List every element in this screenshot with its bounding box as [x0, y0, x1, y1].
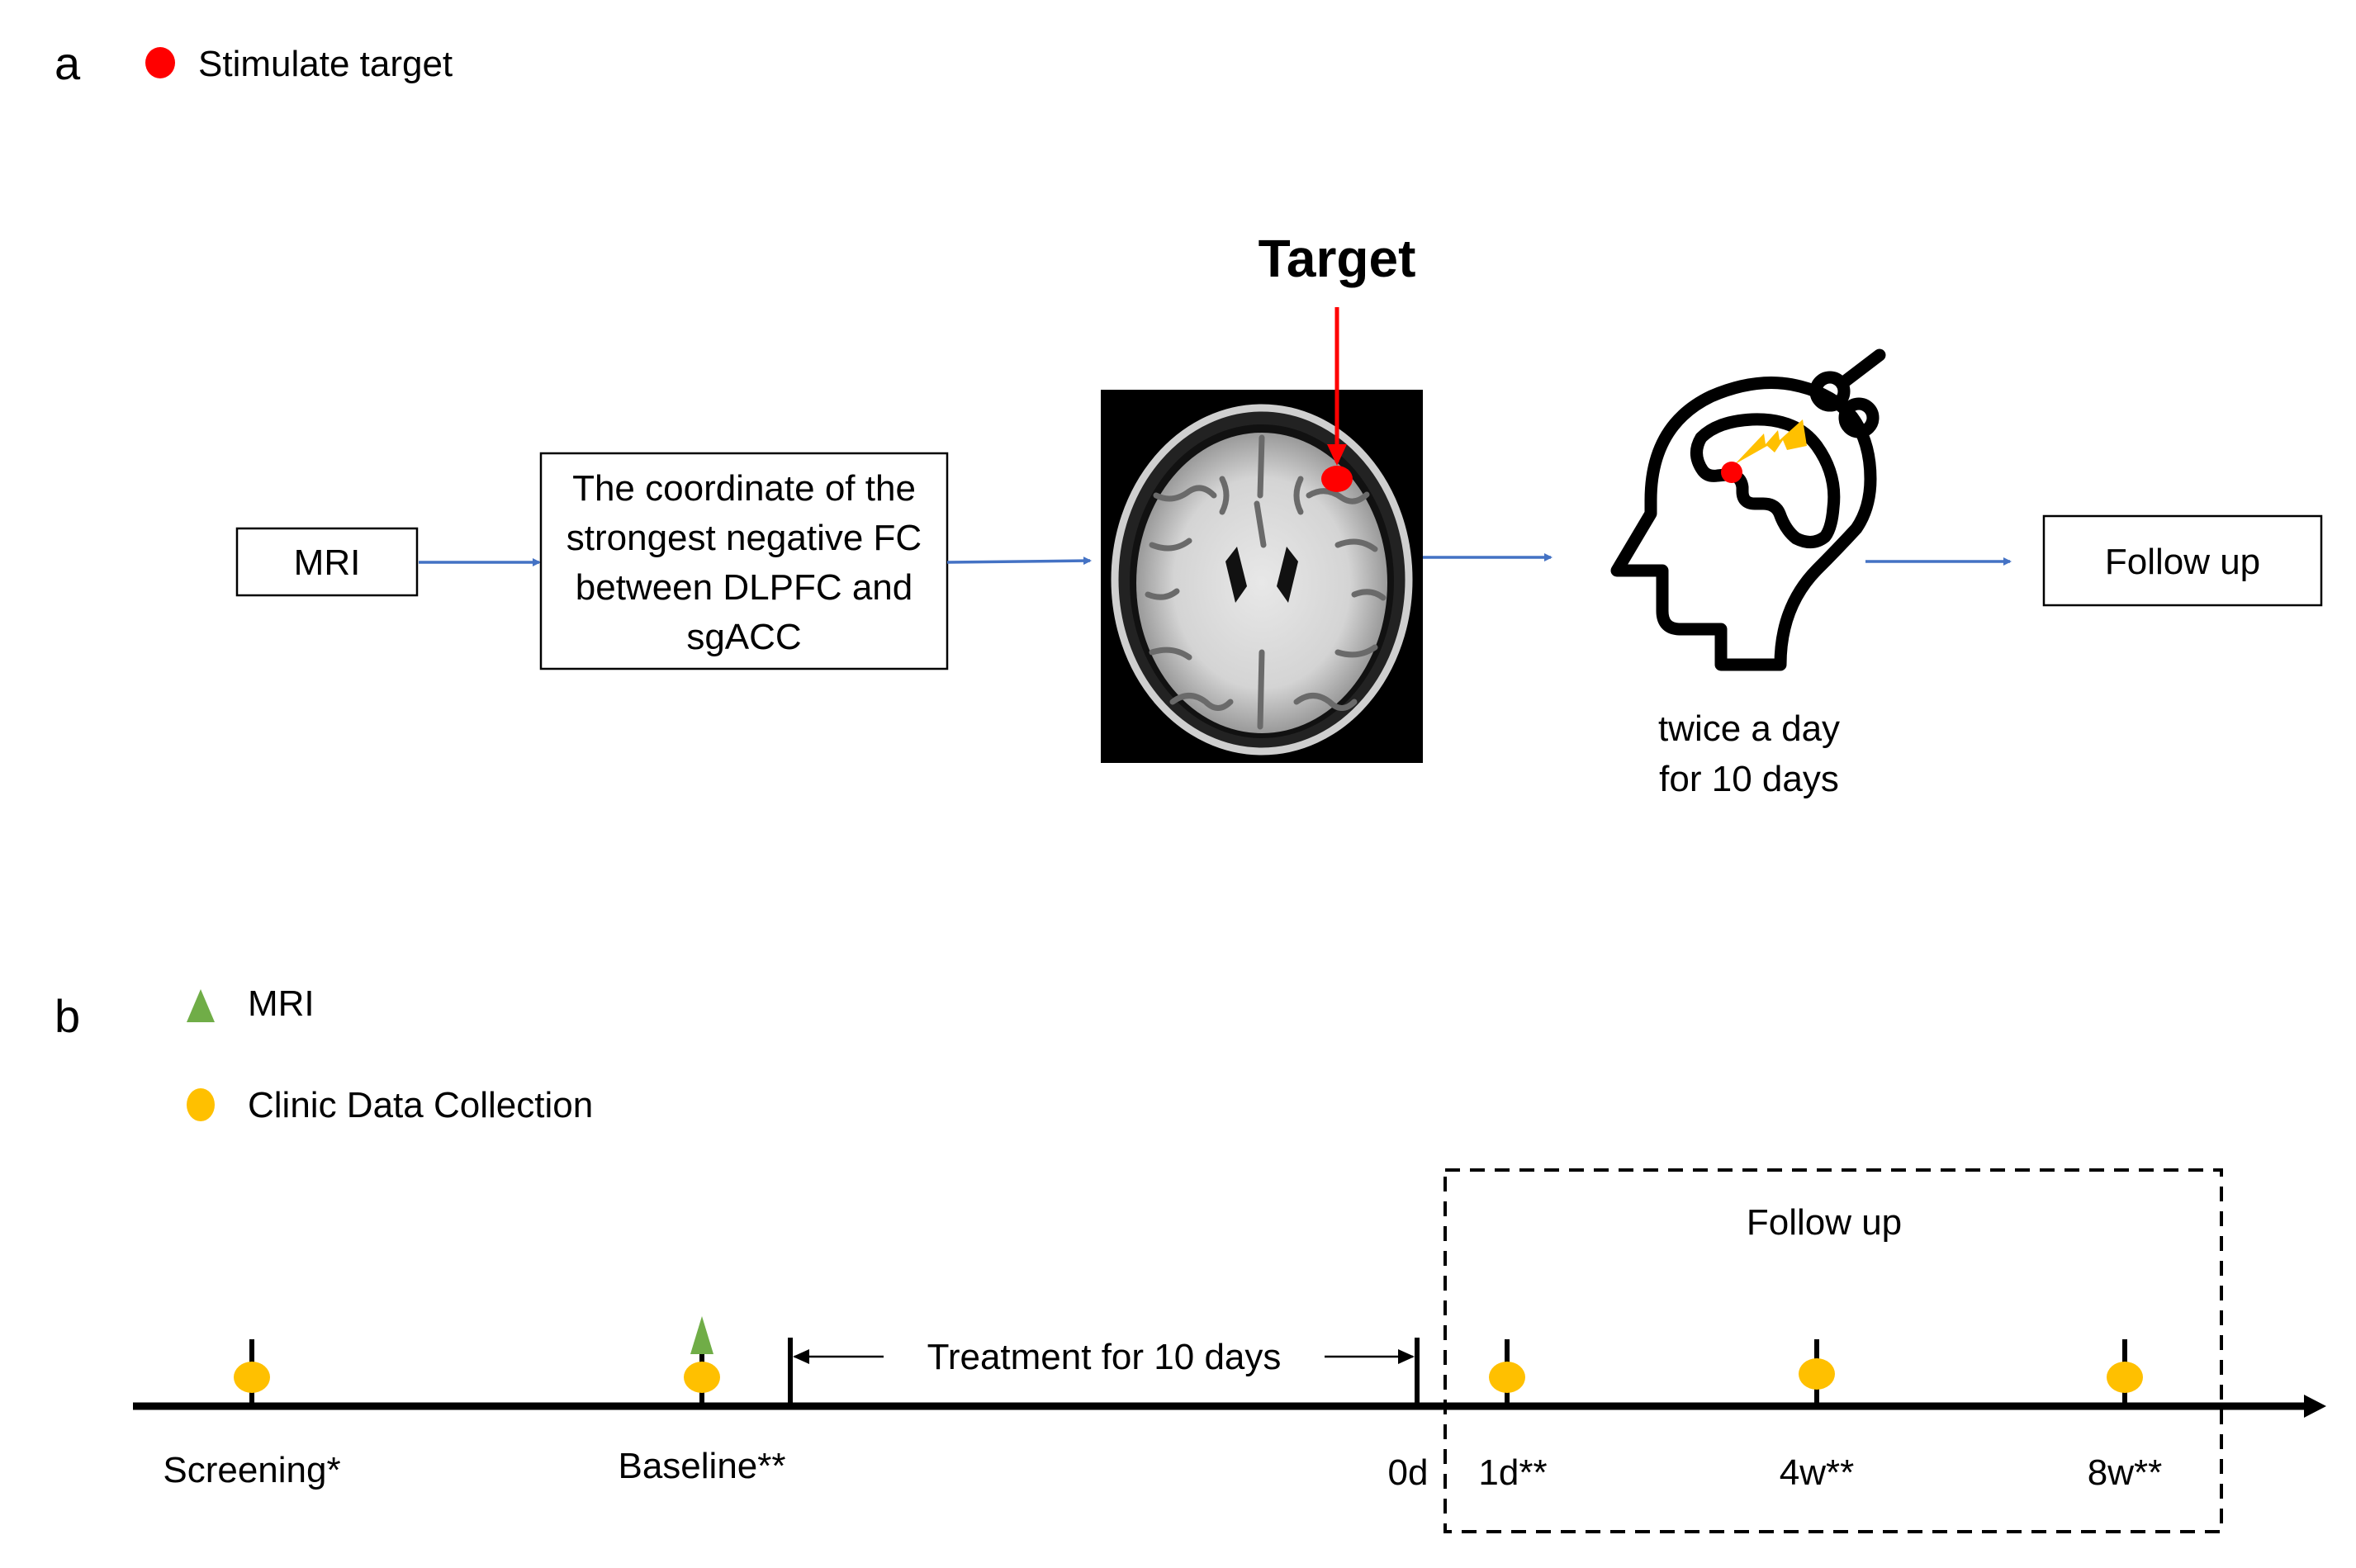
timepoint-label: Baseline**	[618, 1446, 785, 1486]
treatment-label: Treatment for 10 days	[927, 1337, 1282, 1377]
timeline-arrowhead-icon	[2304, 1395, 2326, 1418]
mri-box-text: MRI	[294, 542, 361, 583]
clinic-marker-icon	[684, 1362, 720, 1393]
timepoint-baseline: Baseline**	[618, 1316, 786, 1486]
coordinate-box-line-2: strongest negative FC	[566, 518, 922, 558]
stimulate-target-legend-dot-icon	[145, 47, 175, 78]
mri-box: MRI	[235, 527, 419, 597]
coordinate-box-line-3: between DLPFC and	[576, 567, 913, 608]
timepoint-8w: 8w**	[2088, 1339, 2163, 1493]
target-label: Target	[1259, 229, 1416, 288]
head-target-dot-icon	[1721, 462, 1742, 483]
mri-legend-text: MRI	[248, 983, 315, 1024]
stimulation-bolt-icon	[1735, 419, 1807, 464]
stimulate-target-legend-text: Stimulate target	[198, 44, 453, 84]
clinic-marker-icon	[2107, 1362, 2143, 1393]
coordinate-box-line-4: sgACC	[686, 617, 801, 657]
clinic-legend-text: Clinic Data Collection	[248, 1085, 593, 1125]
timepoint-label: 4w**	[1780, 1452, 1855, 1493]
timepoint-label: 1d**	[1478, 1452, 1547, 1493]
timepoint-label: 8w**	[2088, 1452, 2163, 1493]
mri-marker-icon	[690, 1316, 713, 1354]
clinic-marker-icon	[1799, 1358, 1835, 1390]
panel-b: b MRI Clinic Data Collection Follow up T…	[55, 983, 2326, 1533]
timepoint-screening: Screening*	[163, 1339, 341, 1490]
tms-head-icon	[1610, 348, 1886, 671]
brain-mri-image	[1101, 390, 1423, 763]
panel-a: a Stimulate target MRI The coordinate of…	[55, 37, 2323, 799]
clinic-marker-icon	[234, 1362, 270, 1393]
timepoint-1d: 1d**	[1478, 1339, 1548, 1493]
clinic-marker-icon	[1489, 1362, 1525, 1393]
mri-legend-triangle-icon	[187, 989, 215, 1022]
timepoint-4w: 4w**	[1780, 1339, 1855, 1493]
coordinate-box: The coordinate of the strongest negative…	[539, 452, 949, 670]
follow-up-region-label: Follow up	[1747, 1202, 1902, 1243]
follow-up-box-text: Follow up	[2105, 542, 2260, 582]
tms-caption-line-1: twice a day	[1658, 708, 1840, 749]
target-dot-icon	[1321, 466, 1353, 492]
timepoint-label: Screening*	[163, 1450, 340, 1490]
tms-caption-line-2: for 10 days	[1659, 759, 1839, 799]
follow-up-dashed-region	[1443, 1168, 2223, 1533]
clinic-legend-circle-icon	[187, 1088, 215, 1121]
panel-a-label: a	[55, 37, 81, 89]
timepoint-label-0d: 0d	[1388, 1452, 1429, 1493]
flow-arrow-2	[946, 557, 1092, 566]
follow-up-box: Follow up	[2042, 514, 2323, 607]
panel-b-label: b	[55, 990, 80, 1042]
coordinate-box-line-1: The coordinate of the	[572, 468, 916, 509]
